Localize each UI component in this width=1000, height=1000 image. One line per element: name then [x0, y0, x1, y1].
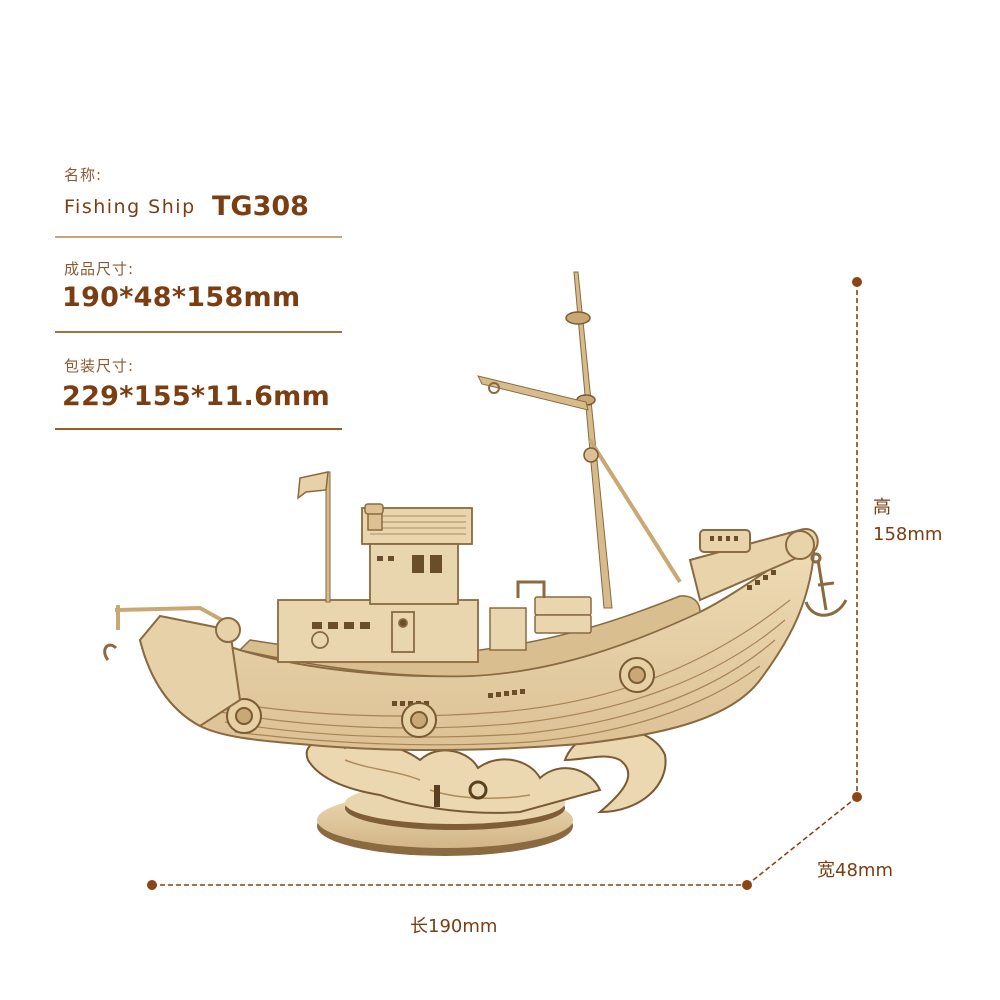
main-mast	[477, 271, 682, 609]
dimension-lines	[152, 282, 858, 886]
model-code: TG308	[212, 191, 309, 222]
divider	[55, 331, 342, 333]
product-name-en: Fishing Ship	[64, 196, 196, 218]
package-size-value: 229*155*11.6mm	[62, 381, 331, 412]
width-label: 宽48mm	[817, 860, 893, 881]
ship-hull	[138, 538, 817, 751]
flag	[297, 471, 331, 603]
deck-crates	[489, 580, 592, 651]
package-size-label: 包装尺寸:	[64, 357, 135, 375]
finished-size-label: 成品尺寸:	[64, 260, 135, 278]
height-label: 高	[873, 497, 891, 518]
dimension-endpoints	[147, 277, 862, 890]
mast-light	[364, 503, 384, 531]
divider	[55, 236, 342, 238]
height-value: 158mm	[873, 524, 943, 545]
name-label: 名称:	[64, 166, 103, 184]
finished-size-value: 190*48*158mm	[62, 282, 301, 313]
length-label: 长190mm	[410, 916, 498, 937]
stern-crane	[103, 605, 242, 728]
anchor	[804, 552, 848, 617]
divider	[55, 428, 342, 430]
bow	[688, 528, 819, 602]
cabin	[277, 507, 479, 663]
